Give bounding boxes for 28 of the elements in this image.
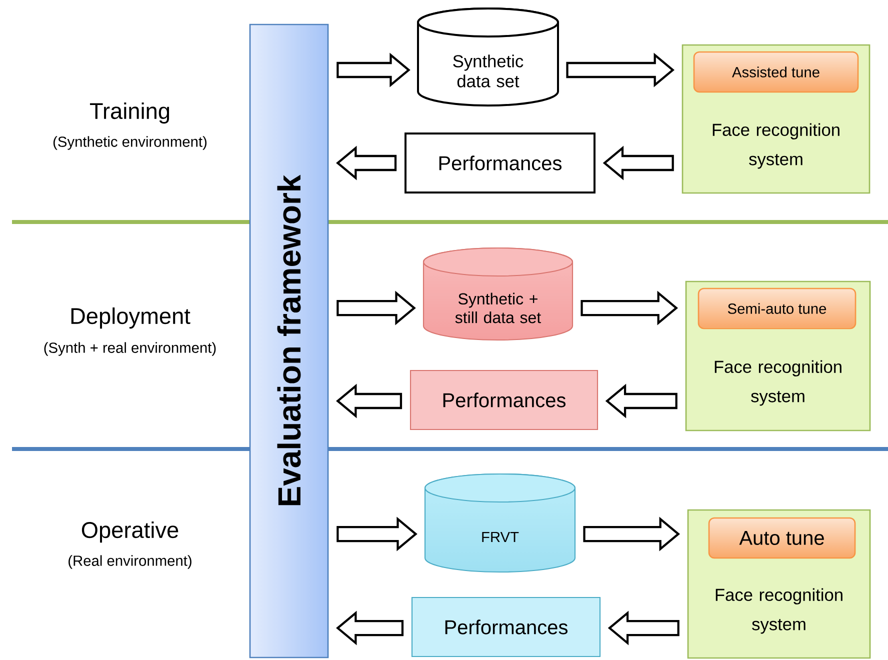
- block-arrow: [336, 516, 418, 552]
- tune-button: Semi-auto tune: [698, 288, 856, 330]
- stage-subtitle: (Synthetic environment): [53, 136, 206, 150]
- block-arrow: [336, 610, 404, 646]
- performance-box: Performances: [410, 370, 598, 430]
- tune-button: Assisted tune: [693, 51, 859, 93]
- stage-subtitle: (Synth + real environment): [44, 342, 216, 356]
- block-arrow: [336, 290, 416, 326]
- stage-title: Training: [90, 102, 170, 124]
- block-arrow: [580, 290, 678, 326]
- database-cylinder: Synthetic data set: [417, 8, 559, 106]
- database-cylinder: FRVT: [424, 473, 576, 573]
- block-arrow: [566, 52, 675, 88]
- block-arrow: [608, 610, 680, 646]
- block-arrow: [605, 384, 678, 418]
- performance-box: Performances: [411, 596, 601, 658]
- framework-bar: Evaluation framework: [249, 24, 329, 658]
- stage-title: Operative: [82, 521, 178, 543]
- block-arrow: [602, 146, 674, 180]
- database-cylinder: Synthetic + still data set: [422, 247, 574, 341]
- block-arrow: [583, 516, 680, 552]
- performance-box: Performances: [404, 132, 596, 194]
- block-arrow: [336, 52, 410, 88]
- stage-subtitle: (Real environment): [68, 555, 192, 569]
- tune-button: Auto tune: [708, 517, 856, 559]
- block-arrow: [336, 384, 402, 418]
- block-arrow: [336, 146, 397, 180]
- stage-title: Deployment: [71, 307, 190, 329]
